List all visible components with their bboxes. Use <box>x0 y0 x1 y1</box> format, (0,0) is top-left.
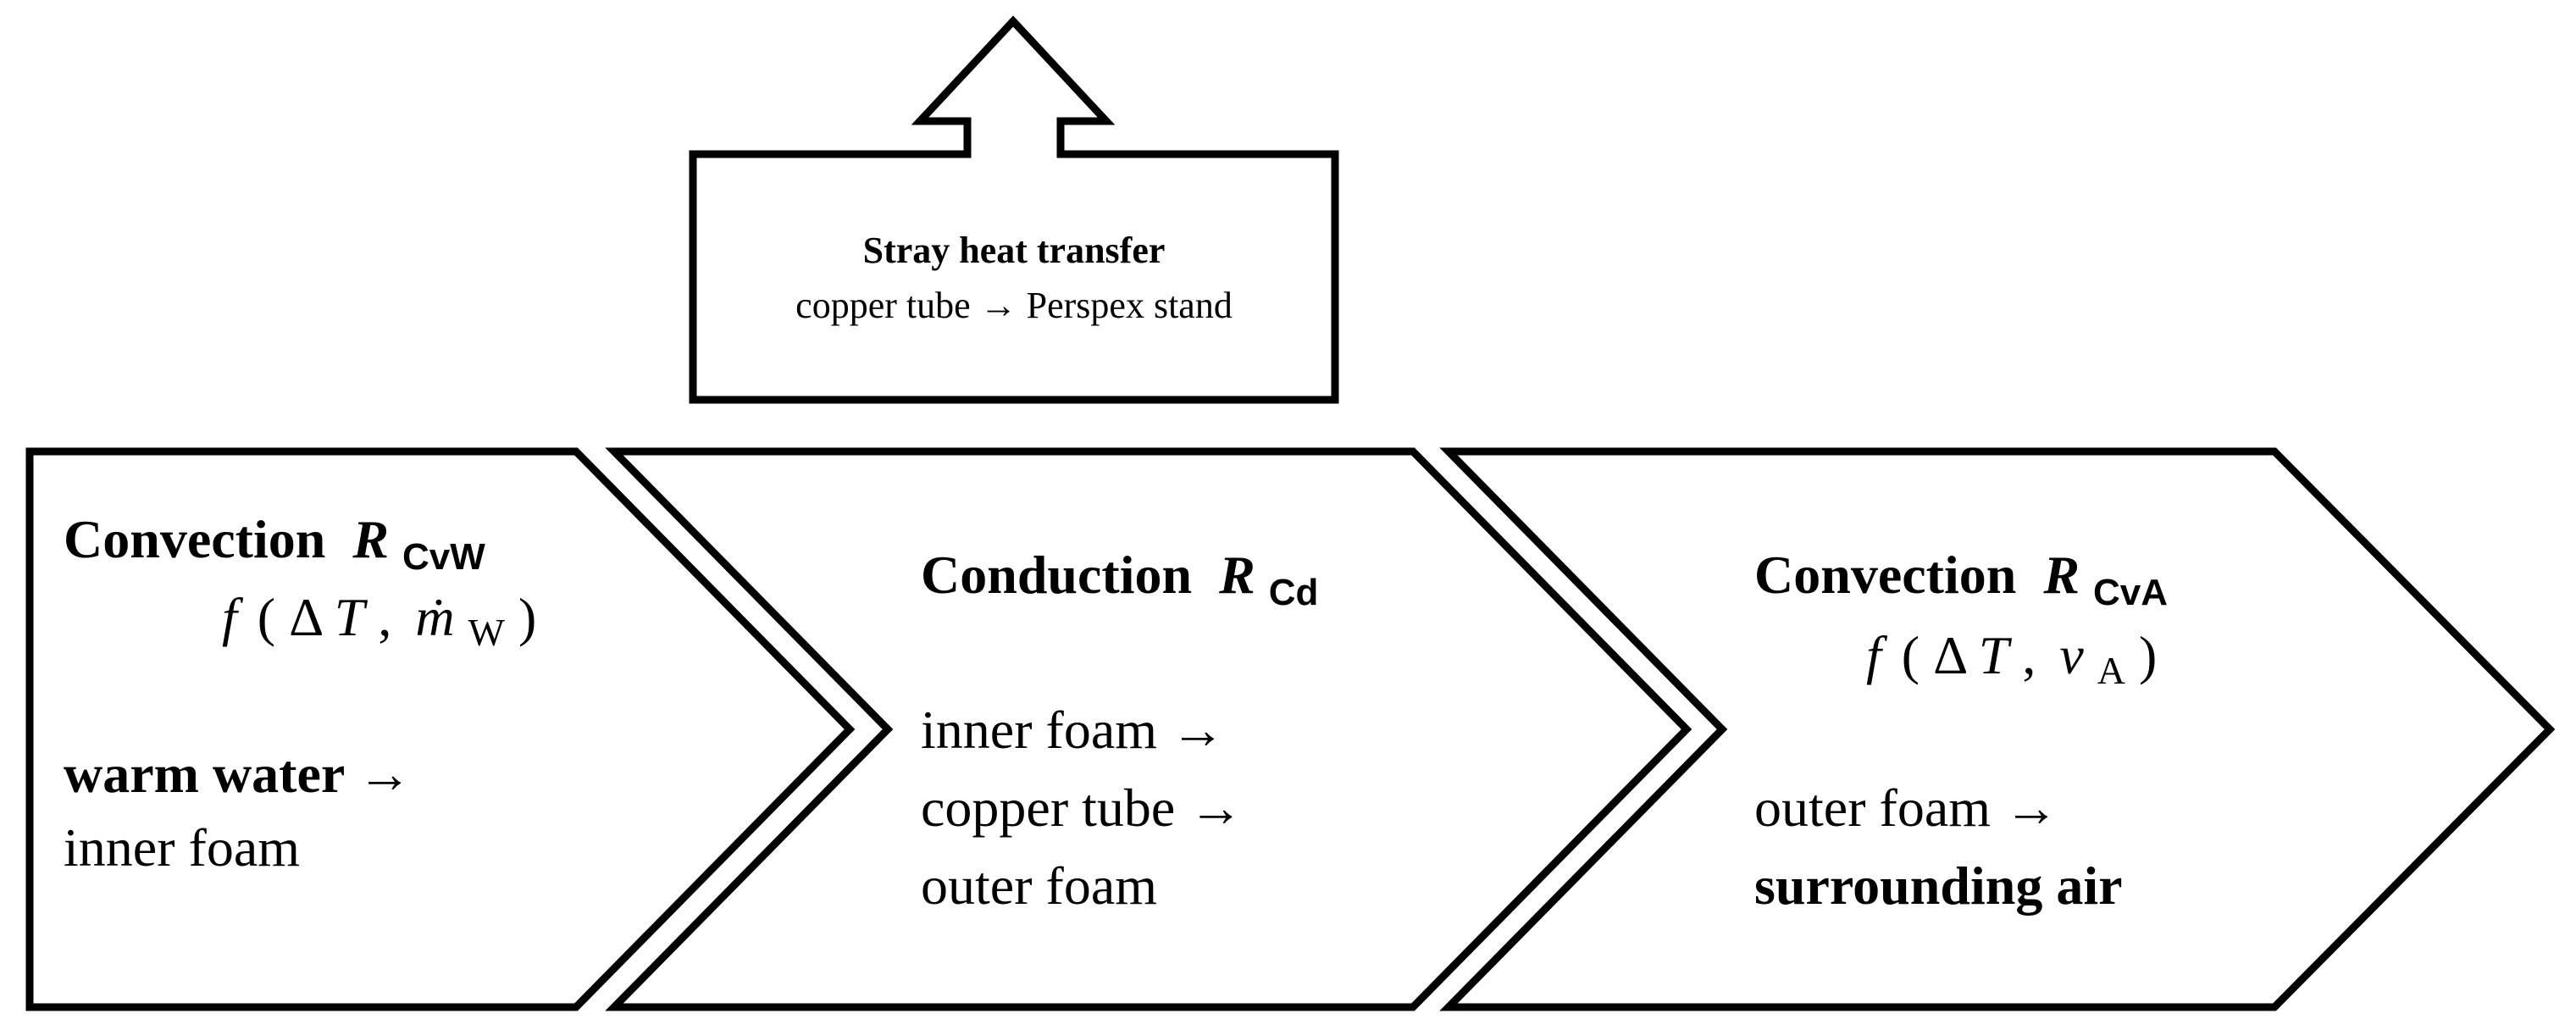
stage-conduction: Conduction R Cd inner foam → copper tube… <box>605 447 1692 1011</box>
stage-convection-water: Convection R CvW f ( Δ T , ṁ W ) warm wa… <box>25 447 856 1011</box>
stage-1-line-2: inner foam <box>64 817 300 878</box>
stage-3-heading: Convection R CvA <box>1754 545 2168 613</box>
stage-1-subscript: CvW <box>402 536 485 578</box>
stage-3-title: Convection <box>1754 545 2016 605</box>
stage-3-line-2: surrounding air <box>1754 856 2123 916</box>
stage-3-symbol: R <box>2042 545 2080 605</box>
chevron-3 <box>1439 447 2556 1011</box>
stage-1-line-1: warm water → <box>64 744 412 804</box>
stage-1-heading: Convection R CvW <box>64 509 485 578</box>
stage-2-title: Conduction <box>921 545 1192 605</box>
stage-1-function: f ( Δ T , ṁ W ) <box>222 587 536 657</box>
stage-2-symbol: R <box>1218 545 1255 605</box>
chevron-1 <box>25 447 856 1011</box>
stage-3-line-1: outer foam → <box>1754 778 2058 838</box>
stray-heat-description: copper tube → Perspex stand <box>795 285 1233 326</box>
stage-1-title: Convection <box>64 509 325 569</box>
stage-3-subscript: CvA <box>2093 572 2168 613</box>
stray-heat-arrow-box <box>689 15 1339 404</box>
stage-1-symbol: R <box>352 509 389 569</box>
stage-2-line-3: outer foam <box>921 856 1157 916</box>
stage-2-line-1: inner foam → <box>921 700 1225 760</box>
stage-2-subscript: Cd <box>1269 572 1319 613</box>
stage-2-line-2: copper tube → <box>921 778 1243 838</box>
stage-2-heading: Conduction R Cd <box>921 545 1318 613</box>
stray-heat-transfer-callout: Stray heat transfer copper tube → Perspe… <box>689 15 1339 404</box>
chevron-2 <box>605 447 1692 1011</box>
stray-heat-title: Stray heat transfer <box>863 230 1166 271</box>
stage-convection-air: Convection R CvA f ( Δ T , v A ) outer f… <box>1439 447 2556 1011</box>
stage-3-function: f ( Δ T , v A ) <box>1866 625 2157 695</box>
